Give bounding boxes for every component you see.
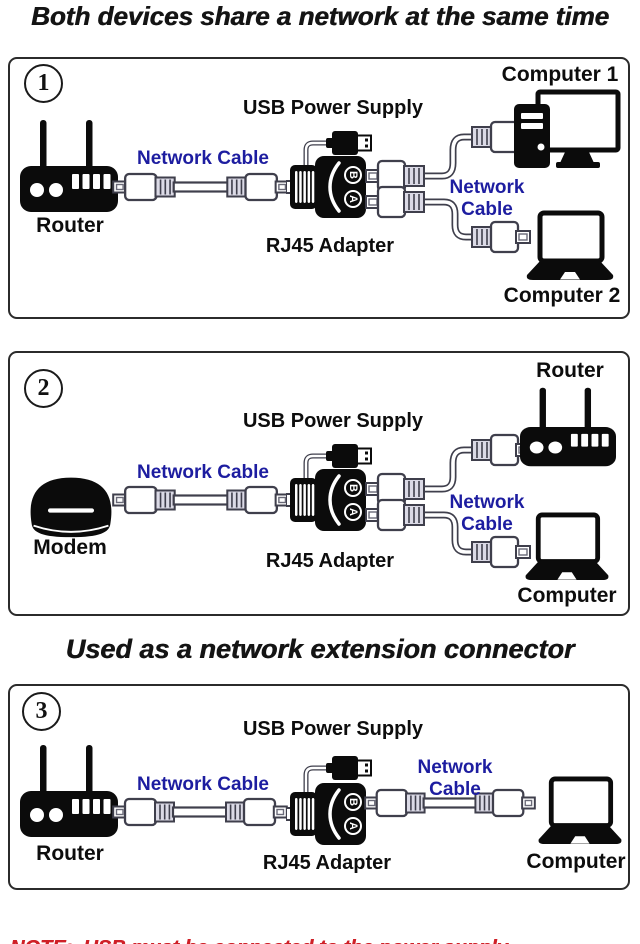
- panel-2-network-cable-label-left: Network Cable: [137, 462, 269, 483]
- ethernet-cable-icon: [112, 797, 288, 827]
- panel-3-usb-power-label: USB Power Supply: [242, 718, 424, 740]
- ethernet-cable-icon: [112, 485, 290, 515]
- usb-plug-icon: [326, 130, 372, 156]
- ethernet-cable-icon: [112, 172, 290, 202]
- panel-1-network-cable-label-right: Network Cable: [449, 177, 525, 220]
- usb-plug-icon: [326, 443, 372, 469]
- panel-2-box: [8, 351, 630, 616]
- title-extension-connector: Used as a network extension connector: [65, 634, 575, 664]
- laptop-icon: [522, 210, 618, 282]
- router-icon: [20, 745, 118, 837]
- desktop-computer-icon: [500, 88, 622, 172]
- panel-3-left-device-label: Router: [36, 842, 104, 865]
- title-share-network: Both devices share a network at the same…: [31, 1, 609, 31]
- usb-power-note: NOTE: USB must be connected to the power…: [10, 891, 513, 944]
- panel-2-network-cable-label-right: Network Cable: [449, 492, 525, 535]
- usb-plug-icon: [326, 755, 372, 781]
- panel-1-computer-2-label: Computer 2: [503, 284, 621, 307]
- panel-1-box: [8, 57, 630, 319]
- panel-1-adapter-label: RJ45 Adapter: [265, 235, 395, 257]
- modem-icon: [29, 476, 113, 539]
- rj45-adapter-icon: B A: [286, 783, 368, 845]
- panel-1-network-cable-label-left: Network Cable: [137, 148, 269, 169]
- panel-3-box: [8, 684, 630, 890]
- adapter-port-a-label: A: [347, 508, 359, 516]
- router-icon: [520, 387, 616, 467]
- panel-2-number: 2: [24, 369, 63, 408]
- panel-1-usb-power-label: USB Power Supply: [242, 97, 424, 119]
- panel-2-left-device-label: Modem: [33, 536, 107, 559]
- adapter-port-a-label: A: [347, 822, 359, 830]
- panel-1-computer-1-label: Computer 1: [501, 63, 619, 86]
- usb-power-note-line-1: NOTE: USB must be connected to the power…: [10, 937, 513, 944]
- rj45-adapter-icon: B A: [286, 156, 368, 218]
- panel-3-number: 3: [22, 692, 61, 731]
- panel-2-usb-power-label: USB Power Supply: [242, 410, 424, 432]
- rj45-connector-icon: [364, 498, 426, 532]
- panel-3-network-cable-label-left: Network Cable: [137, 774, 269, 795]
- adapter-port-b-label: B: [347, 798, 359, 806]
- panel-3-adapter-label: RJ45 Adapter: [262, 852, 392, 874]
- panel-2-adapter-label: RJ45 Adapter: [265, 550, 395, 572]
- panel-3-network-cable-label-right: Network Cable: [417, 757, 493, 800]
- rj45-connector-icon: [364, 185, 426, 219]
- laptop-icon: [521, 512, 613, 582]
- rj45-adapter-icon: B A: [286, 469, 368, 531]
- adapter-port-b-label: B: [347, 484, 359, 492]
- panel-3-computer-label: Computer: [526, 850, 626, 873]
- adapter-port-a-label: A: [347, 195, 359, 203]
- panel-2-computer-label: Computer: [517, 584, 617, 607]
- laptop-icon: [534, 776, 626, 846]
- adapter-port-b-label: B: [347, 171, 359, 179]
- panel-2-router-label: Router: [536, 359, 604, 382]
- router-icon: [20, 120, 118, 212]
- panel-1-number: 1: [24, 64, 63, 103]
- panel-1-left-device-label: Router: [36, 214, 104, 237]
